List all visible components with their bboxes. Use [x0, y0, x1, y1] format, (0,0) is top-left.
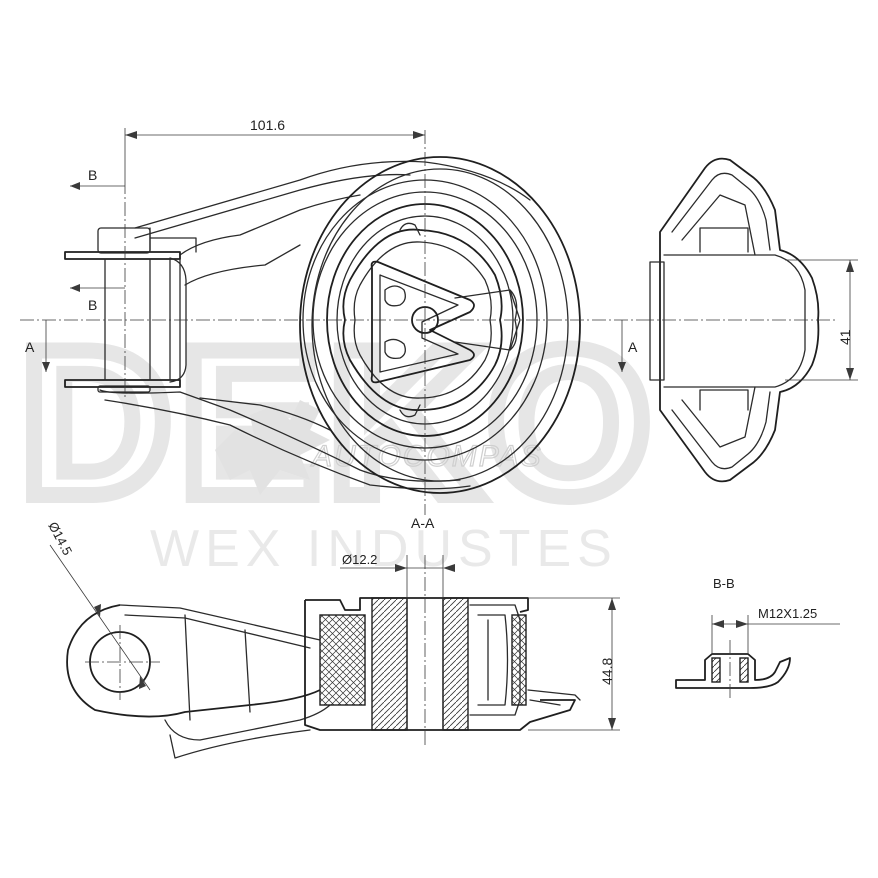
bracket-plate-top: [64, 251, 181, 260]
watermark: DEKO AUTOCOMPAS WEX INDUSTES: [12, 297, 659, 578]
watermark-mid: AUTOCOMPAS: [310, 440, 543, 473]
section-mark-a-left: A: [25, 339, 35, 355]
top-view: B B A A 101.6 A-A: [20, 117, 640, 531]
dim-side-height: 41: [837, 329, 853, 345]
watermark-brand: DEKO: [20, 305, 659, 540]
dim-bore-diameter: Ø12.2: [342, 552, 377, 567]
rubber-hatch-left: [319, 614, 366, 706]
dim-section-height: 44.8: [599, 658, 615, 685]
nut-hatch-right: [739, 657, 749, 683]
section-bb: B-B M12X1.25: [675, 576, 840, 700]
rubber-hatch-right: [511, 614, 527, 706]
side-view: 41: [640, 157, 858, 483]
dim-thread: M12X1.25: [758, 606, 817, 621]
section-label-bb: B-B: [713, 576, 735, 591]
housing-outer: [299, 156, 581, 494]
section-mark-a-right: A: [628, 339, 638, 355]
watermark-leaf-icon: [215, 400, 330, 495]
sleeve-hatch-left: [371, 597, 408, 731]
section-mark-b-bottom: B: [88, 297, 97, 313]
nut-hatch-left: [711, 657, 721, 683]
bracket-plate-bottom: [64, 379, 181, 388]
section-label-aa: A-A: [411, 515, 435, 531]
section-aa: Ø12.2 44.8: [304, 552, 620, 745]
dim-length: 101.6: [250, 117, 285, 133]
watermark-company: WEX INDUSTES: [150, 520, 618, 578]
section-mark-b-top: B: [88, 167, 97, 183]
sleeve-hatch-right: [442, 597, 469, 731]
